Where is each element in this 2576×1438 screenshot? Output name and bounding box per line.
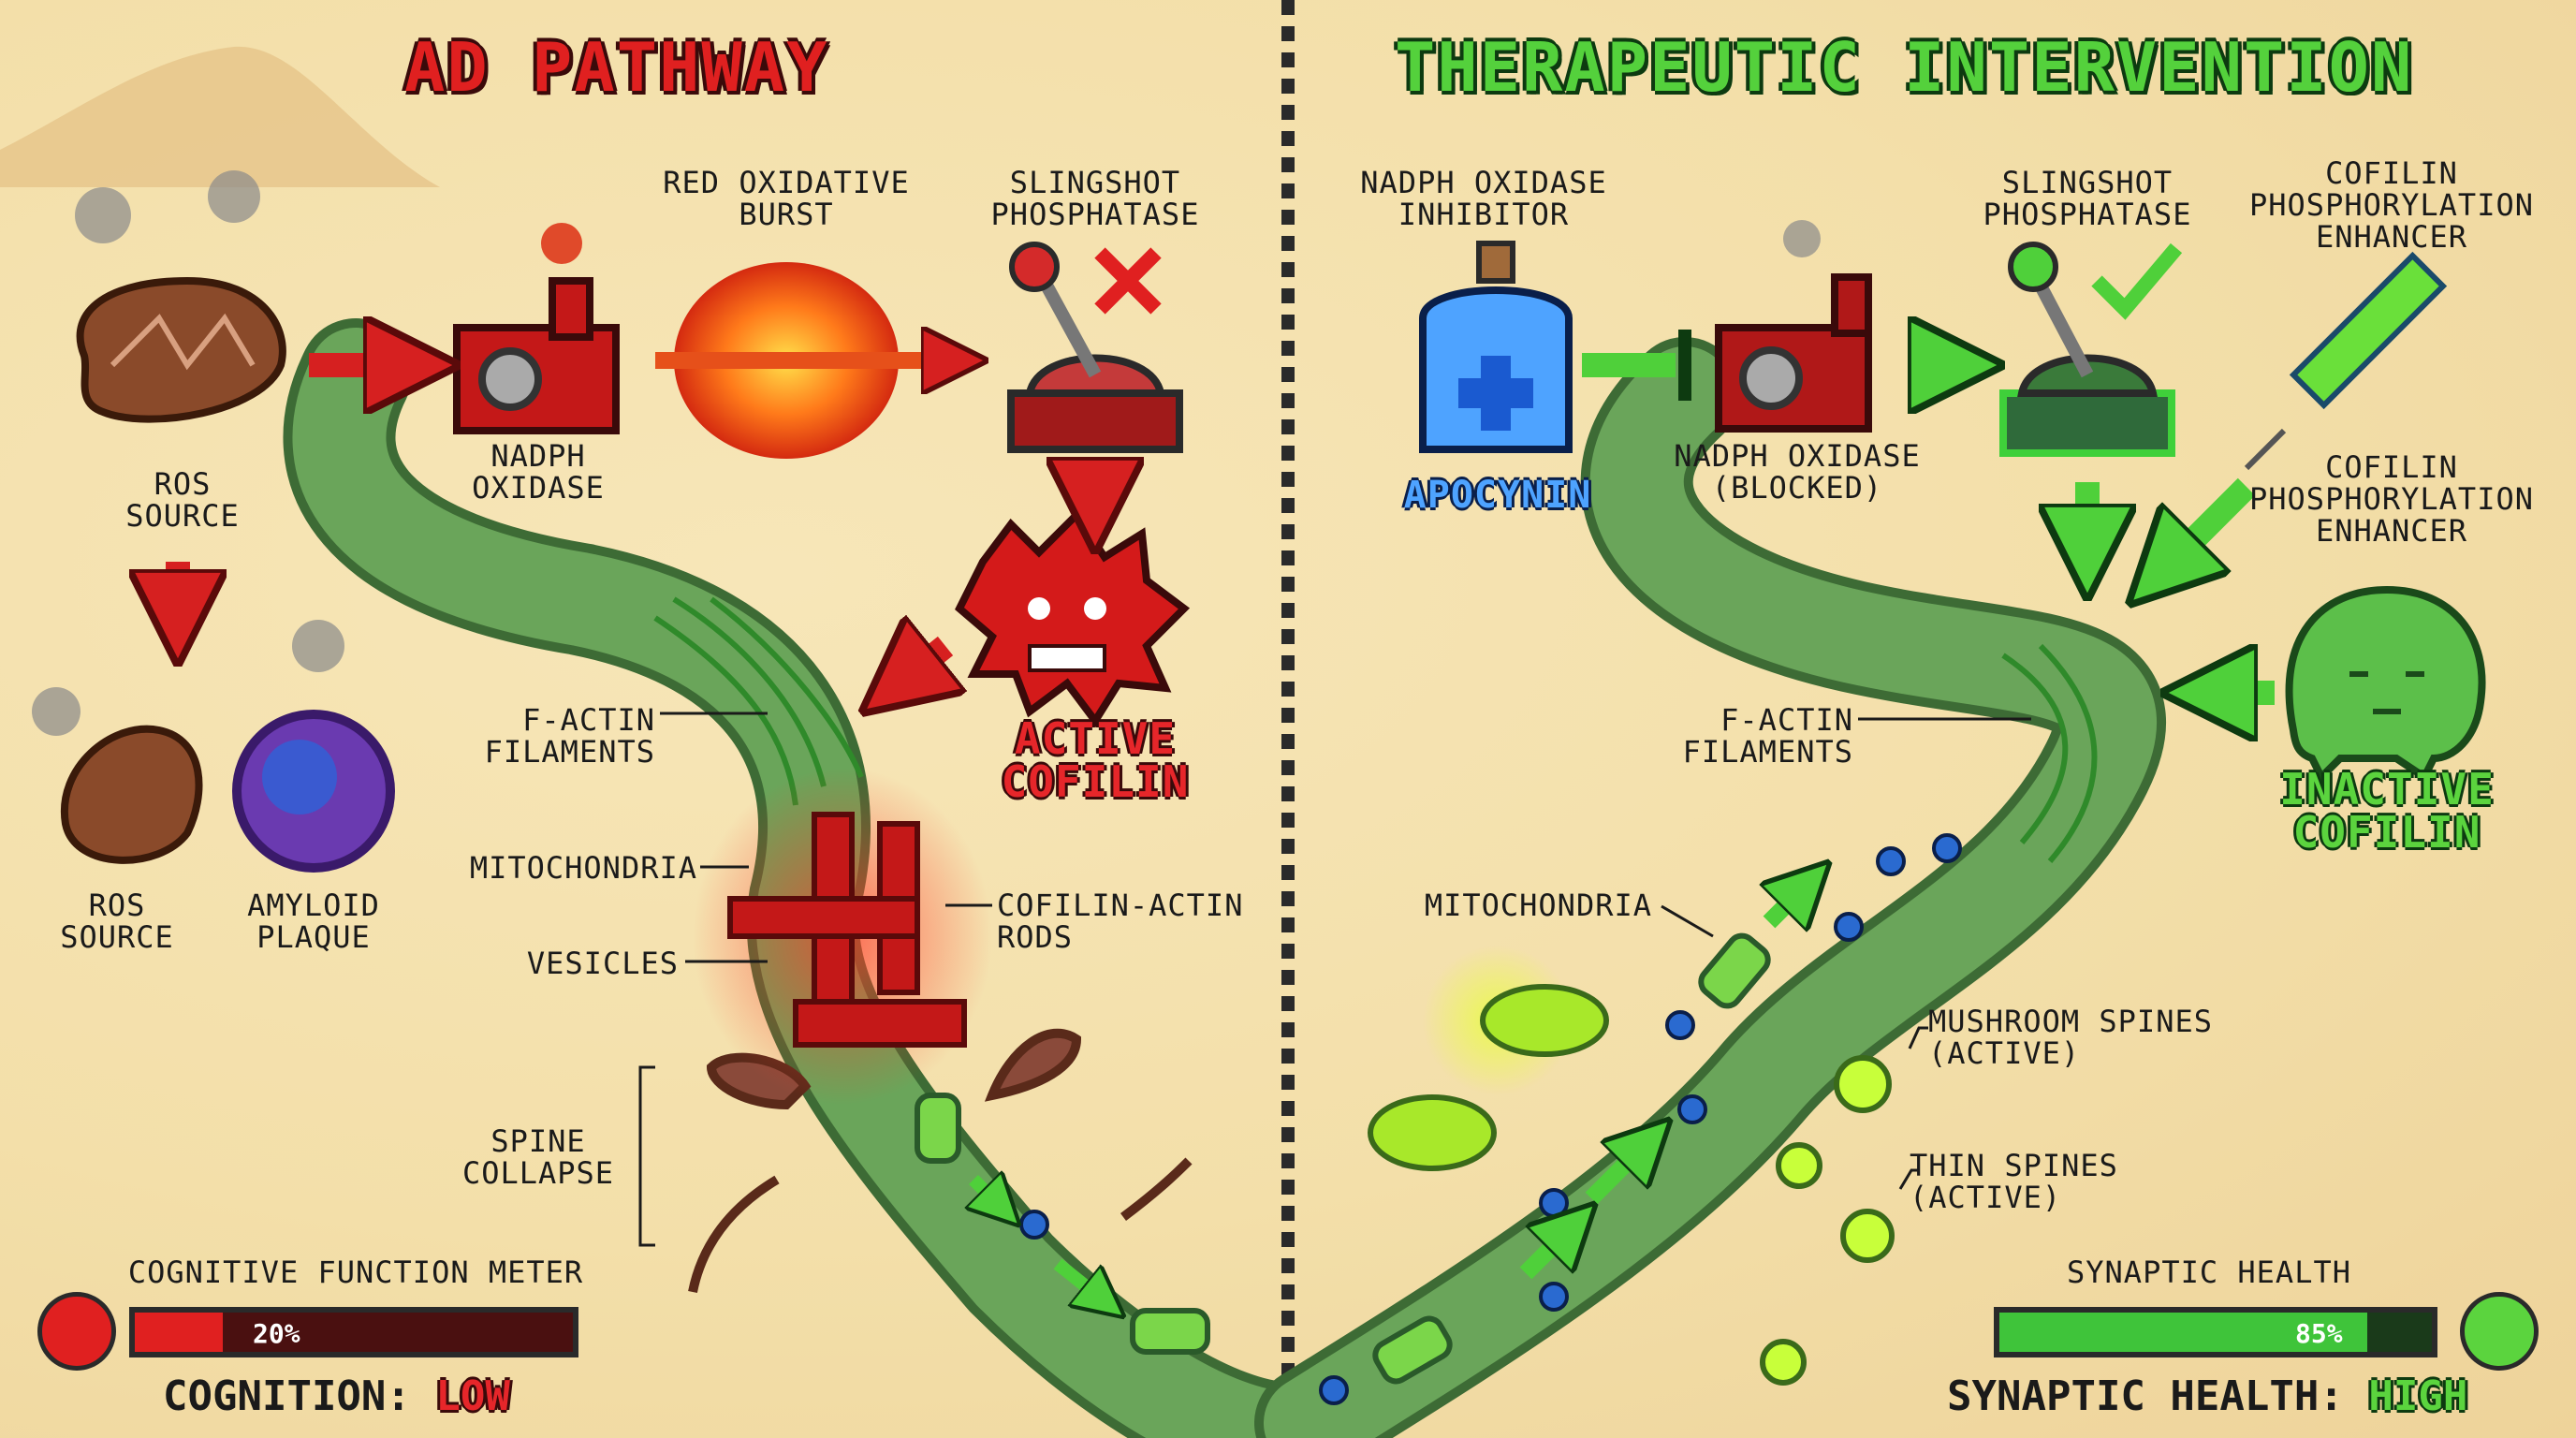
label-slingshot-phosphatase-left: SLINGSHOT PHOSPHATASE	[990, 165, 1200, 232]
slingshot-lever-right	[1999, 242, 2183, 457]
cofilin-actin-rods	[693, 768, 992, 1105]
apocynin-bottle	[1419, 241, 1573, 453]
right-dendrite-organelles	[1319, 833, 1962, 1405]
active-cofilin-label: ACTIVE COFILIN	[1001, 713, 1190, 807]
ros-source-mitochondrion-bottom	[32, 687, 203, 864]
nadph-oxidase-factory-blocked	[1715, 220, 1872, 433]
synaptic-health-status: SYNAPTIC HEALTH: HIGH	[1947, 1372, 2467, 1420]
amyloid-plaque	[232, 620, 395, 873]
left-dendrite-organelles	[915, 1093, 1210, 1355]
right-dendrite	[1254, 337, 2166, 1438]
label-nadph-oxidase-inhibitor: NADPH OXIDASE INHIBITOR	[1360, 165, 1607, 232]
slingshot-lever-left	[1007, 242, 1183, 453]
right-panel-title: THERAPEUTIC INTERVENTION	[1395, 28, 2414, 107]
label-mitochondria-left: MITOCHONDRIA	[469, 850, 697, 886]
left-panel-title: AD PATHWAY	[404, 28, 829, 107]
happy-face-icon	[2460, 1292, 2539, 1371]
left-leader-lines	[638, 712, 992, 1247]
sad-face-icon	[37, 1292, 116, 1371]
synaptic-health-meter: 85%	[1994, 1307, 2437, 1357]
label-amyloid-plaque: AMYLOID PLAQUE	[247, 888, 380, 955]
active-cofilin-monster	[955, 508, 1191, 728]
label-nadph-oxidase-blocked: NADPH OXIDASE (BLOCKED)	[1674, 438, 1921, 506]
cognition-status-label: COGNITION:	[163, 1372, 411, 1420]
right-leader-lines	[1661, 717, 2031, 1190]
label-spine-collapse: SPINE COLLAPSE	[461, 1123, 615, 1191]
inactive-cofilin-label: INACTIVE COFILIN	[2279, 764, 2495, 858]
ros-source-mitochondrion-top	[75, 170, 286, 423]
cognitive-function-meter: 20%	[129, 1307, 578, 1357]
cognitive-meter-percent: 20%	[253, 1318, 300, 1349]
label-vesicles: VESICLES	[526, 946, 679, 981]
synaptic-meter-fill	[1999, 1313, 2367, 1352]
label-nadph-oxidase: NADPH OXIDASE	[472, 438, 605, 506]
inactive-cofilin-blob	[2285, 585, 2486, 784]
label-ros-source-top: ROS SOURCE	[125, 466, 240, 534]
label-ros-source-bottom: ROS SOURCE	[60, 888, 174, 955]
enhancer-syringe	[2244, 251, 2448, 471]
cognition-status: COGNITION: LOW	[163, 1372, 510, 1420]
synaptic-meter-percent: 85%	[2295, 1318, 2343, 1349]
label-mitochondria-right: MITOCHONDRIA	[1424, 888, 1652, 923]
label-f-actin-filaments-left: F-ACTIN FILAMENTS	[484, 702, 655, 770]
right-flow-arrows	[1582, 330, 2275, 693]
synaptic-status-label: SYNAPTIC HEALTH:	[1947, 1372, 2344, 1420]
label-f-actin-filaments-right: F-ACTIN FILAMENTS	[1682, 702, 1853, 770]
label-cofilin-enhancer-top: COFILIN PHOSPHORYLATION ENHANCER	[2249, 155, 2534, 255]
sand-dune	[0, 46, 440, 187]
label-mushroom-spines: MUSHROOM SPINES (ACTIVE)	[1928, 1004, 2213, 1071]
label-slingshot-phosphatase-right: SLINGSHOT PHOSPHATASE	[1983, 165, 2192, 232]
left-flow-arrows	[178, 365, 1095, 683]
collapsed-spines	[688, 1028, 1193, 1293]
cognition-status-value: LOW	[435, 1372, 510, 1420]
label-red-oxidative-burst: RED OXIDATIVE BURST	[663, 165, 910, 232]
nadph-oxidase-factory-left	[453, 223, 620, 434]
red-oxidative-burst	[655, 262, 955, 459]
cognitive-meter-fill	[135, 1313, 223, 1352]
cognitive-meter-title: COGNITIVE FUNCTION METER	[127, 1255, 584, 1290]
label-thin-spines: THIN SPINES (ACTIVE)	[1910, 1148, 2118, 1215]
synaptic-meter-title: SYNAPTIC HEALTH	[2067, 1255, 2351, 1290]
synaptic-status-value: HIGH	[2368, 1372, 2468, 1420]
label-cofilin-actin-rods: COFILIN-ACTIN RODS	[997, 888, 1244, 955]
healthy-spines	[1368, 946, 1895, 1386]
apocynin-label: APOCYNIN	[1403, 474, 1592, 517]
label-cofilin-enhancer-mid: COFILIN PHOSPHORYLATION ENHANCER	[2249, 449, 2534, 549]
